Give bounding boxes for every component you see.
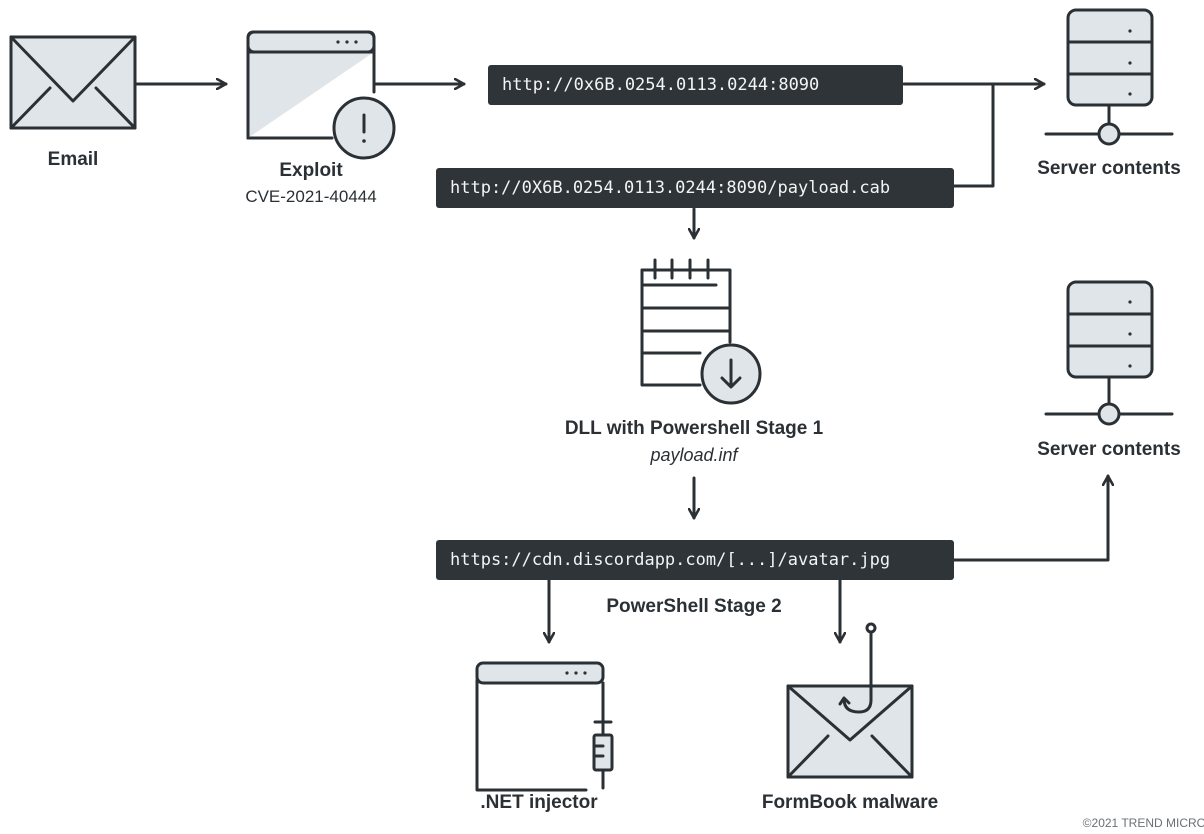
arrow-exploit-url1 <box>372 48 466 84</box>
document-download-icon <box>640 258 762 405</box>
connector-url2-server <box>952 82 995 188</box>
browser-syringe-icon <box>475 661 614 792</box>
phishing-envelope-icon <box>786 622 914 779</box>
url-box-discord-avatar: https://cdn.discordapp.com/[...]/avatar.… <box>436 540 954 580</box>
exploit-cve-label: CVE-2021-40444 <box>245 187 377 206</box>
browser-warning-icon <box>246 30 396 160</box>
url-box-payload-cab: http://0X6B.0254.0113.0244:8090/payload.… <box>436 168 954 208</box>
formbook-label: FormBook malware <box>761 792 939 813</box>
server-mid-label: Server contents <box>1037 439 1181 460</box>
stage2-label: PowerShell Stage 2 <box>606 596 782 617</box>
dll-label: DLL with Powershell Stage 1 <box>564 418 824 439</box>
url-box-initial: http://0x6B.0254.0113.0244:8090 <box>488 65 903 105</box>
net-injector-label: .NET injector <box>480 792 598 813</box>
envelope-icon <box>9 35 137 130</box>
server-icon <box>1044 8 1174 146</box>
email-label: Email <box>47 149 99 170</box>
server-icon <box>1044 280 1174 426</box>
arrow-url3-server <box>952 474 1108 562</box>
server-top-label: Server contents <box>1037 158 1181 179</box>
copyright-text: ©2021 TREND MICRO <box>1082 816 1204 830</box>
dll-payload-label: payload.inf <box>650 445 738 465</box>
exploit-label: Exploit <box>279 160 343 181</box>
